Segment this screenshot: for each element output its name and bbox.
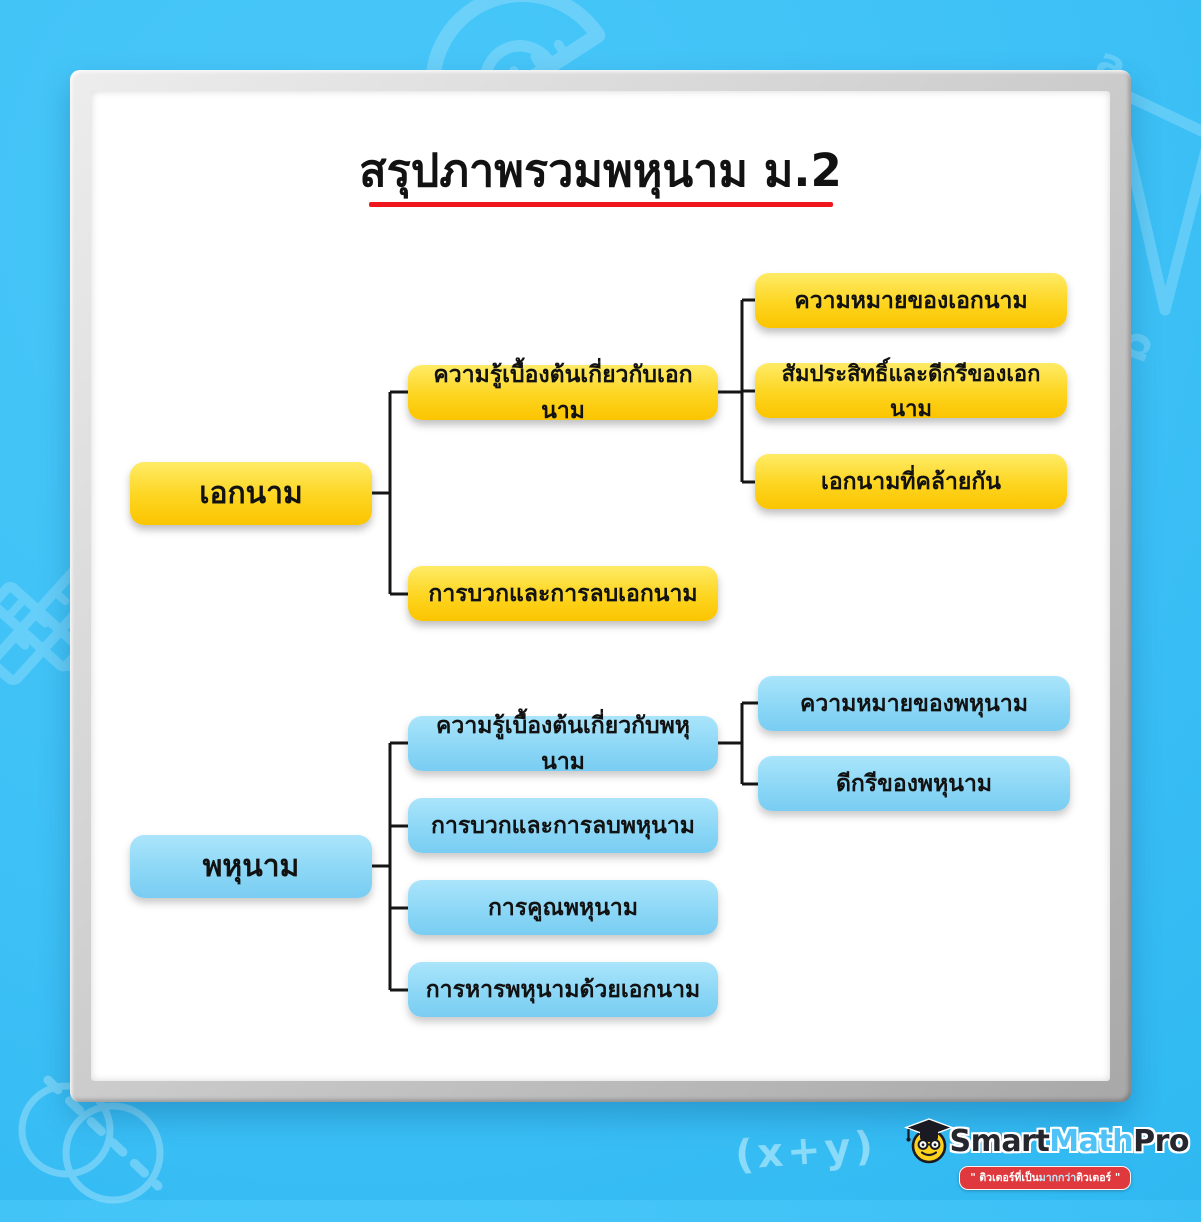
logo-tagline-ribbon: " ติวเตอร์ที่เป็นมากกว่าติวเตอร์ ": [959, 1166, 1132, 1190]
node-polynomial-root: พหุนาม: [130, 835, 372, 898]
page-title: สรุปภาพรวมพหุนาม ม.2: [359, 144, 842, 197]
title-block: สรุปภาพรวมพหุนาม ม.2: [0, 146, 1201, 207]
tagline-part3: ติวเตอร์: [1076, 1172, 1112, 1184]
node-polynomial-degree: ดีกรีของพหุนาม: [758, 756, 1070, 811]
brand-pro: Pro: [1133, 1123, 1189, 1159]
node-monomial-add-subtract: การบวกและการลบเอกนาม: [408, 566, 718, 621]
node-polynomial-divide: การหารพหุนามด้วยเอกนาม: [408, 962, 718, 1017]
node-polynomial-basics: ความรู้เบื้องต้นเกี่ยวกับพหุนาม: [408, 713, 718, 775]
tagline-part1: ติวเตอร์ที่เป็น: [979, 1172, 1039, 1184]
node-polynomial-add-subtract: การบวกและการลบพหุนาม: [408, 798, 718, 853]
tagline-part2: มากกว่า: [1038, 1172, 1077, 1184]
node-monomial-root: เอกนาม: [130, 462, 372, 525]
brand-smart: Smart: [949, 1123, 1050, 1159]
formula-decoration: (x+y): [733, 1123, 879, 1179]
node-polynomial-meaning: ความหมายของพหุนาม: [758, 676, 1070, 731]
node-polynomial-multiply: การคูณพหุนาม: [408, 880, 718, 935]
tagline-quote-open: ": [970, 1172, 980, 1184]
node-monomial-basics: ความรู้เบื้องต้นเกี่ยวกับเอกนาม: [408, 362, 718, 424]
brand-math: Math: [1049, 1123, 1134, 1159]
tagline-quote-close: ": [1111, 1172, 1121, 1184]
title-underline: [368, 202, 833, 207]
node-monomial-meaning: ความหมายของเอกนาม: [755, 273, 1067, 328]
mascot-icon: [903, 1118, 954, 1164]
node-monomial-coefficient-degree: สัมประสิทธิ์และดีกรีของเอกนาม: [755, 362, 1067, 422]
node-monomial-similar: เอกนามที่คล้ายกัน: [755, 454, 1067, 509]
